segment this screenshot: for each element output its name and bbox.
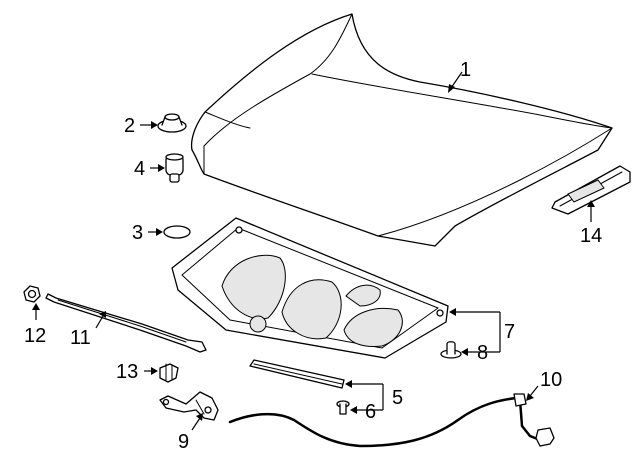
callout-7: 7 (504, 321, 515, 343)
callout-1: 1 (460, 59, 471, 81)
hood-insulator (171, 217, 449, 359)
release-cable (228, 393, 555, 448)
callout-5: 5 (392, 387, 403, 409)
insulator-retainer (440, 341, 462, 359)
callout-2: 2 (124, 115, 135, 137)
callout-labels: 1 2 4 3 14 12 11 13 9 7 8 5 6 10 (24, 59, 602, 453)
callout-10: 10 (540, 369, 562, 391)
bumper-cushion (157, 113, 187, 133)
rod-clip (159, 363, 179, 383)
seal-retainer (336, 400, 350, 415)
hood-panel (190, 13, 613, 247)
callout-11: 11 (70, 327, 91, 349)
callout-4: 4 (134, 158, 145, 180)
callout-12: 12 (24, 325, 46, 347)
hood-latch-support (551, 165, 631, 215)
callout-6: 6 (365, 401, 376, 423)
plug (163, 225, 191, 239)
callout-14: 14 (580, 225, 602, 247)
hood-latch (159, 391, 219, 421)
cable-nut (23, 285, 41, 303)
callout-9: 9 (178, 431, 189, 453)
callout-3: 3 (132, 222, 143, 244)
front-seal (249, 359, 345, 389)
callout-8: 8 (477, 342, 488, 364)
callout-leaders (32, 71, 595, 431)
hood-bumper (165, 153, 184, 183)
callout-13: 13 (116, 361, 138, 383)
support-rod (45, 293, 207, 353)
